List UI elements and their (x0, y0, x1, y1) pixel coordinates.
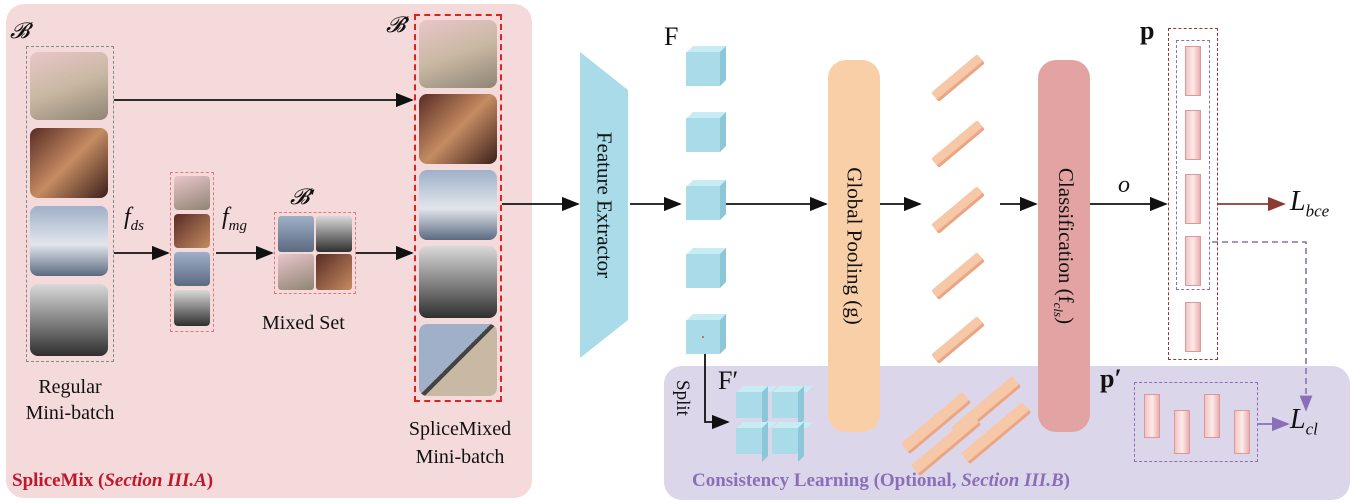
mixed-photo-4 (316, 254, 352, 290)
small-photo-2 (174, 214, 210, 248)
pprime-vector-2 (1174, 410, 1190, 454)
downsampled-box (170, 172, 214, 332)
p-prime-label: p′ (1100, 364, 1122, 393)
batch-hat-label: 𝓑̂ (386, 12, 406, 37)
p-vector-1 (1185, 46, 1201, 96)
splicemixed-label-line2: Mini-batch (415, 446, 505, 468)
regular-batch-box (26, 46, 114, 362)
splicemixed-label-line1: SpliceMixed (408, 418, 512, 440)
classification-block (1038, 60, 1090, 432)
loss-bce-label: Lbce (1290, 186, 1330, 221)
mixed-photo-1 (278, 216, 314, 252)
feature-extractor-shape (580, 52, 628, 358)
hat-photo-4 (419, 246, 497, 318)
hat-photo-mixed (419, 324, 497, 396)
mixed-photo-3 (278, 254, 314, 290)
mixed-photo-2 (316, 216, 352, 252)
small-photo-3 (174, 252, 210, 286)
photo-room (30, 128, 108, 198)
splicemixed-batch-box (414, 14, 502, 402)
split-cube-3 (736, 428, 762, 454)
batch-label: 𝓑 (10, 18, 30, 43)
feature-cube-4 (686, 254, 720, 288)
global-pooling-block (828, 60, 880, 432)
photo-snow (30, 206, 108, 276)
split-cube-1 (736, 392, 762, 418)
consistency-footer: Consistency Learning (Optional, Section … (692, 470, 1070, 491)
hat-photo-3 (419, 170, 497, 240)
pprime-vector-1 (1144, 394, 1160, 438)
hat-photo-1 (419, 20, 497, 88)
photo-bw (30, 284, 108, 356)
feature-cube-3 (686, 186, 720, 220)
global-pooling-label: Global Pooling (g) (842, 167, 867, 325)
small-photo-4 (174, 290, 210, 326)
pprime-vector-3 (1204, 394, 1220, 438)
regular-label-line2: Mini-batch (25, 402, 115, 424)
o-label: o (1118, 172, 1130, 198)
pprime-vector-4 (1234, 410, 1250, 454)
p-outer-box (1168, 28, 1218, 360)
batch-prime-label: 𝓑′ (290, 184, 315, 209)
p-vector-4 (1185, 236, 1201, 286)
mixed-set-label: Mixed Set (262, 312, 345, 334)
photo-beach (30, 52, 108, 120)
p-label: p (1140, 16, 1155, 45)
classification-label: Classification (fcls) (1050, 167, 1079, 325)
F-prime-label: F′ (718, 366, 739, 395)
split-cube-2 (772, 392, 798, 418)
p-prime-box (1134, 382, 1258, 462)
p-vector-2 (1185, 110, 1201, 160)
p-inner-box (1176, 40, 1210, 290)
p-vector-5 (1185, 302, 1201, 352)
regular-label-line1: Regular (38, 376, 102, 398)
split-label: Split (672, 380, 693, 416)
split-cube-4 (772, 428, 798, 454)
loss-cl-label: Lcl (1290, 404, 1318, 439)
splicemix-footer: SpliceMix (Section III.A) (12, 470, 214, 491)
fmg-label: fmg (222, 204, 248, 234)
feature-extractor-label: Feature Extractor (592, 131, 617, 279)
fds-label: fds (124, 204, 145, 234)
feature-cube-1 (686, 52, 720, 86)
dashed-p-to-lcl (1212, 241, 1313, 412)
hat-photo-2 (419, 94, 497, 164)
p-vector-3 (1185, 174, 1201, 224)
mixed-set-box (274, 212, 356, 294)
F-label: F (664, 22, 679, 51)
feature-cube-split (686, 320, 720, 354)
feature-cube-2 (686, 118, 720, 152)
split-arrow (704, 325, 730, 430)
small-photo-1 (174, 176, 210, 210)
